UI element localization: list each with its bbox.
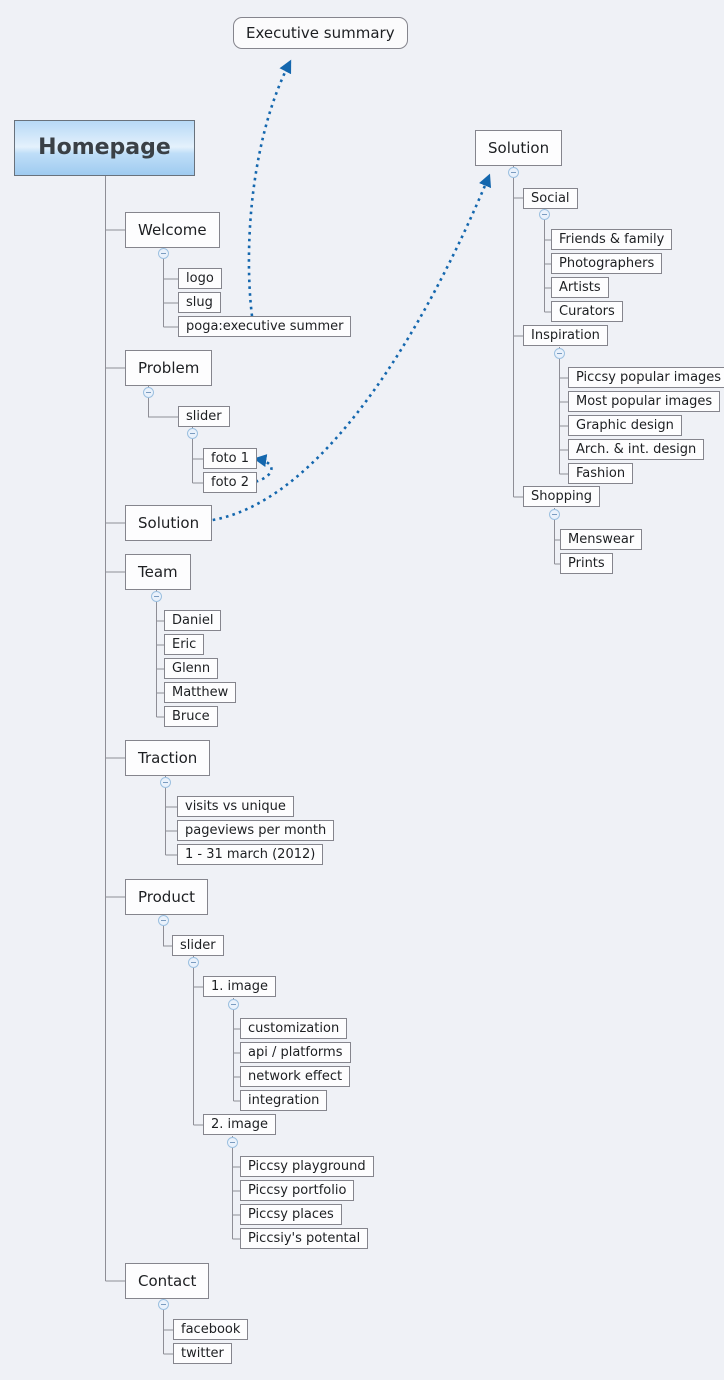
node-daniel[interactable]: Daniel (164, 610, 222, 631)
collapse-toggle-contact[interactable] (158, 1299, 169, 1310)
node-problem[interactable]: Problem (125, 350, 213, 386)
node-piccsy-places[interactable]: Piccsy places (240, 1204, 342, 1225)
node-foto-1[interactable]: foto 1 (203, 448, 257, 469)
node-problem-slider[interactable]: slider (178, 406, 230, 427)
node-traction[interactable]: Traction (125, 740, 211, 776)
collapse-toggle-social[interactable] (539, 209, 550, 220)
node-piccsiys-potental[interactable]: Piccsiy's potental (240, 1228, 369, 1249)
collapse-toggle-inspiration[interactable] (554, 348, 565, 359)
node-fashion[interactable]: Fashion (568, 463, 634, 484)
node-welcome[interactable]: Welcome (125, 212, 220, 248)
node-piccsy-playground[interactable]: Piccsy playground (240, 1156, 374, 1177)
node-product[interactable]: Product (125, 879, 208, 915)
node-facebook[interactable]: facebook (173, 1319, 249, 1340)
node-piccsy-portfolio[interactable]: Piccsy portfolio (240, 1180, 355, 1201)
node-shopping[interactable]: Shopping (523, 486, 601, 507)
node-eric[interactable]: Eric (164, 634, 205, 655)
collapse-toggle-image-2[interactable] (227, 1137, 238, 1148)
node-march-2012[interactable]: 1 - 31 march (2012) (177, 844, 324, 865)
node-homepage[interactable]: Homepage (14, 120, 195, 176)
node-pageviews-per-month[interactable]: pageviews per month (177, 820, 335, 841)
node-team[interactable]: Team (125, 554, 191, 590)
node-foto-2[interactable]: foto 2 (203, 472, 257, 493)
collapse-toggle-problem-slider[interactable] (187, 428, 198, 439)
node-graphic-design[interactable]: Graphic design (568, 415, 682, 436)
node-arch-int-design[interactable]: Arch. & int. design (568, 439, 705, 460)
node-twitter[interactable]: twitter (173, 1343, 232, 1364)
tree-connector-lines (105, 166, 568, 1355)
collapse-toggle-problem[interactable] (143, 387, 154, 398)
node-api-platforms[interactable]: api / platforms (240, 1042, 351, 1063)
node-friends-family[interactable]: Friends & family (551, 229, 673, 250)
node-poga-executive-summer[interactable]: poga:executive summer (178, 316, 352, 337)
node-image-2[interactable]: 2. image (203, 1114, 277, 1135)
node-bruce[interactable]: Bruce (164, 706, 218, 727)
collapse-toggle-product[interactable] (158, 915, 169, 926)
node-prints[interactable]: Prints (560, 553, 613, 574)
node-solution-right[interactable]: Solution (475, 130, 563, 166)
collapse-toggle-solution-right[interactable] (508, 167, 519, 178)
collapse-toggle-welcome[interactable] (158, 248, 169, 259)
node-image-1[interactable]: 1. image (203, 976, 277, 997)
node-visits-vs-unique[interactable]: visits vs unique (177, 796, 294, 817)
node-piccsy-popular-images[interactable]: Piccsy popular images (568, 367, 724, 388)
node-executive-summary[interactable]: Executive summary (233, 17, 408, 49)
collapse-toggle-image-1[interactable] (228, 999, 239, 1010)
node-contact[interactable]: Contact (125, 1263, 210, 1299)
node-artists[interactable]: Artists (551, 277, 609, 298)
node-integration[interactable]: integration (240, 1090, 328, 1111)
node-glenn[interactable]: Glenn (164, 658, 219, 679)
node-photographers[interactable]: Photographers (551, 253, 663, 274)
relation-arrow-foto2-to-foto1[interactable] (248, 454, 273, 485)
node-logo[interactable]: logo (178, 268, 222, 289)
relation-arrow-solution-to-solution[interactable] (205, 173, 492, 523)
node-social[interactable]: Social (523, 188, 578, 209)
node-slug[interactable]: slug (178, 292, 221, 313)
node-product-slider[interactable]: slider (172, 935, 224, 956)
node-solution-left[interactable]: Solution (125, 505, 213, 541)
node-customization[interactable]: customization (240, 1018, 348, 1039)
collapse-toggle-traction[interactable] (160, 777, 171, 788)
node-matthew[interactable]: Matthew (164, 682, 237, 703)
node-most-popular-images[interactable]: Most popular images (568, 391, 721, 412)
collapse-toggle-product-slider[interactable] (188, 957, 199, 968)
node-menswear[interactable]: Menswear (560, 529, 643, 550)
collapse-toggle-team[interactable] (151, 591, 162, 602)
relation-arrow-poga-to-executive-summary[interactable] (247, 59, 292, 317)
node-network-effect[interactable]: network effect (240, 1066, 351, 1087)
collapse-toggle-shopping[interactable] (549, 509, 560, 520)
node-curators[interactable]: Curators (551, 301, 623, 322)
node-inspiration[interactable]: Inspiration (523, 325, 608, 346)
